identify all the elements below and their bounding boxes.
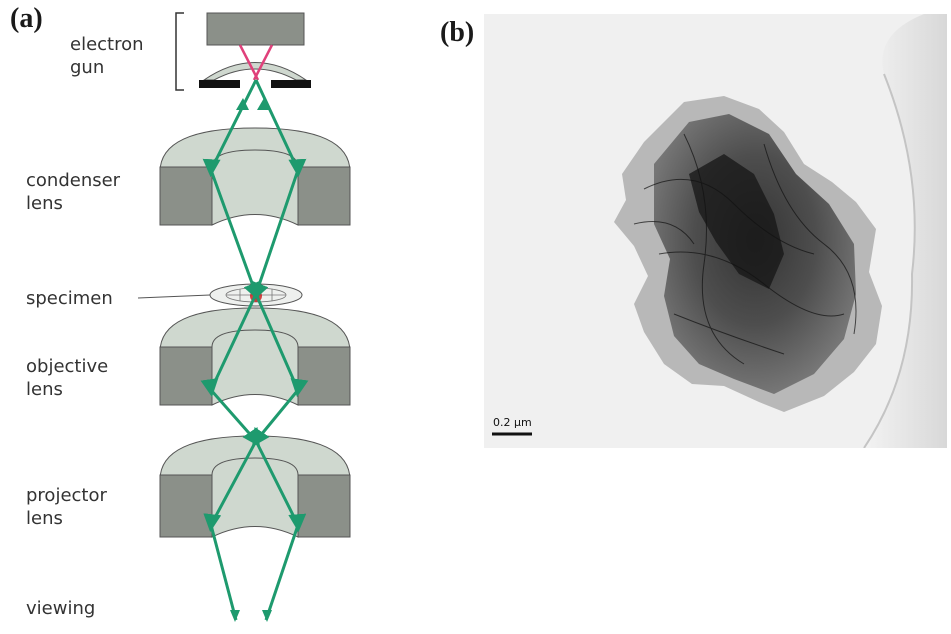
condenser-lens <box>159 127 351 226</box>
label-electron: electron <box>70 34 144 55</box>
label-projector-lens: projector lens <box>26 484 107 530</box>
electron-beam-paths <box>200 79 309 621</box>
objective-lens <box>159 307 351 406</box>
beam-arrows <box>230 98 272 622</box>
label-condenser-lens-word: lens <box>26 193 63 214</box>
label-specimen: specimen <box>26 288 113 309</box>
label-gun: gun <box>70 57 105 78</box>
specimen-pointer <box>137 294 211 299</box>
support-film-edge <box>864 14 947 448</box>
label-projector-lens-word: lens <box>26 508 63 529</box>
label-objective-lens: objective lens <box>26 355 108 401</box>
gun-cathode <box>206 12 305 46</box>
tem-schematic <box>137 12 351 622</box>
tem-micrograph <box>484 14 947 448</box>
gun-bracket <box>175 12 184 91</box>
panel-a-letter: (a) <box>10 3 43 34</box>
label-objective: objective <box>26 356 109 377</box>
label-projector: projector <box>26 485 107 506</box>
label-condenser-lens: condenser lens <box>26 169 120 215</box>
label-viewing: viewing <box>26 598 96 619</box>
label-condenser: condenser <box>26 170 121 191</box>
gun-beam <box>238 44 274 81</box>
label-objective-lens-word: lens <box>26 379 63 400</box>
graphene-flake <box>614 96 882 412</box>
projector-lens <box>159 435 351 538</box>
panel-b-letter: (b) <box>440 17 475 48</box>
label-electron-gun: electron gun <box>70 33 144 79</box>
scale-bar-label: 0.2 µm <box>493 416 532 429</box>
gun-anode <box>199 62 311 88</box>
